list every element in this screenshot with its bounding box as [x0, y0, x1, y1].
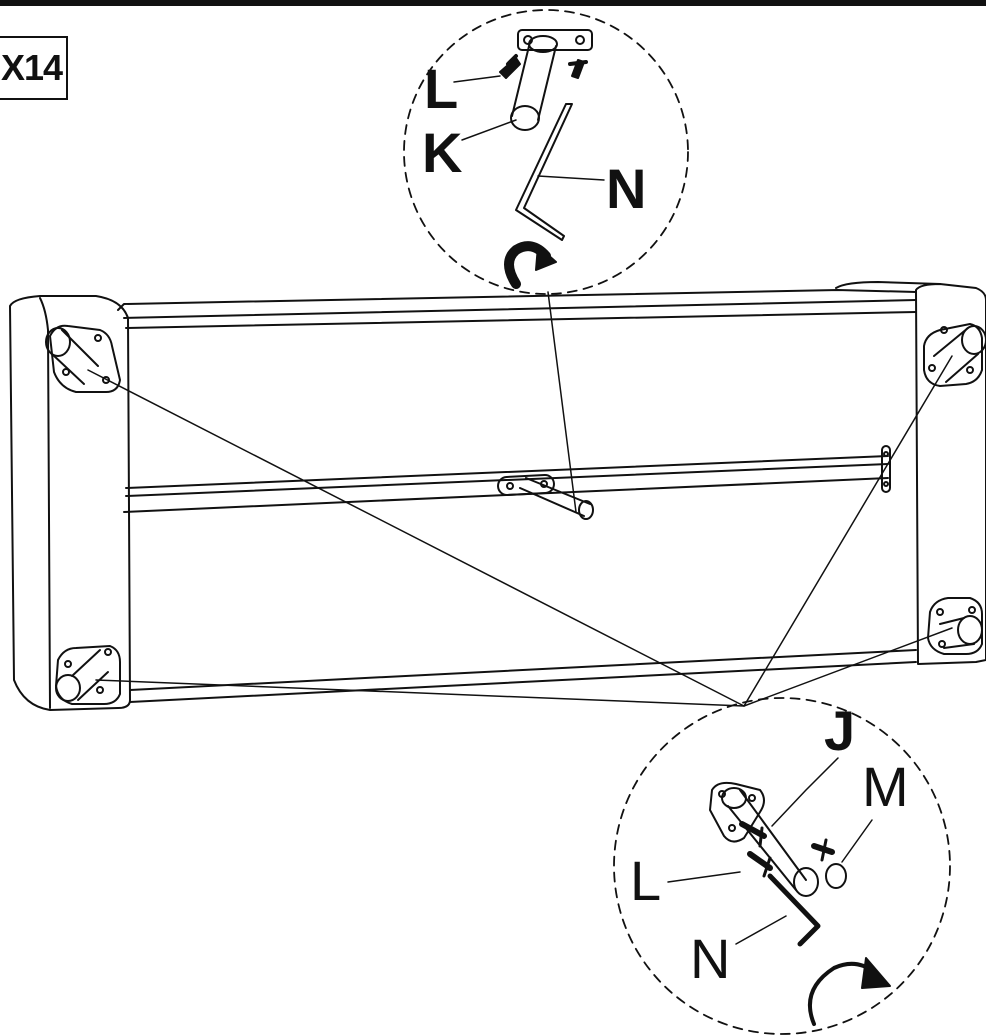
leg-top-right: [923, 323, 986, 387]
part-labels: L K N J M L N: [422, 57, 909, 990]
bottom-detail-parts: [709, 781, 847, 947]
label-bottom-key: N: [690, 927, 730, 990]
top-rule: [0, 0, 986, 6]
leg-j-icon: [727, 789, 807, 891]
leg-k-icon: [511, 41, 557, 121]
label-bottom-cap: M: [862, 755, 909, 818]
leg-bottom-right: [927, 597, 983, 655]
leg-bottom-left: [55, 645, 121, 705]
detail-circle-top: [403, 9, 689, 295]
leg-center-support: [497, 474, 594, 520]
label-top-leg: K: [422, 121, 462, 184]
screw-icons-bottom: [739, 821, 835, 878]
label-top-screw: L: [424, 57, 458, 120]
center-stretcher: [125, 455, 889, 489]
quantity-badge: X14: [0, 36, 68, 100]
triangular-plate-icon: [709, 781, 765, 843]
sofa-top-edge: [117, 289, 917, 311]
left-arm: [9, 295, 131, 711]
label-bottom-screw: L: [630, 849, 661, 912]
sofa-bottom-edge: [129, 649, 917, 691]
allen-key-icon: [515, 103, 573, 241]
rotate-arrow-bottom-icon: [808, 957, 891, 1026]
allen-key-bottom-icon: [767, 873, 821, 947]
screw-icons-top: [499, 54, 588, 79]
rotate-arrow-icon: [504, 241, 557, 289]
label-bottom-leg: J: [824, 699, 855, 762]
top-detail-parts: [510, 29, 593, 241]
detail-circle-bottom: [613, 697, 951, 1035]
label-pointers: [453, 75, 873, 945]
sofa-frame: [9, 281, 986, 711]
cap-m-icon: [825, 863, 847, 889]
leg-top-left: [45, 324, 121, 393]
label-top-key: N: [606, 157, 646, 220]
leader-lines: [87, 291, 953, 707]
